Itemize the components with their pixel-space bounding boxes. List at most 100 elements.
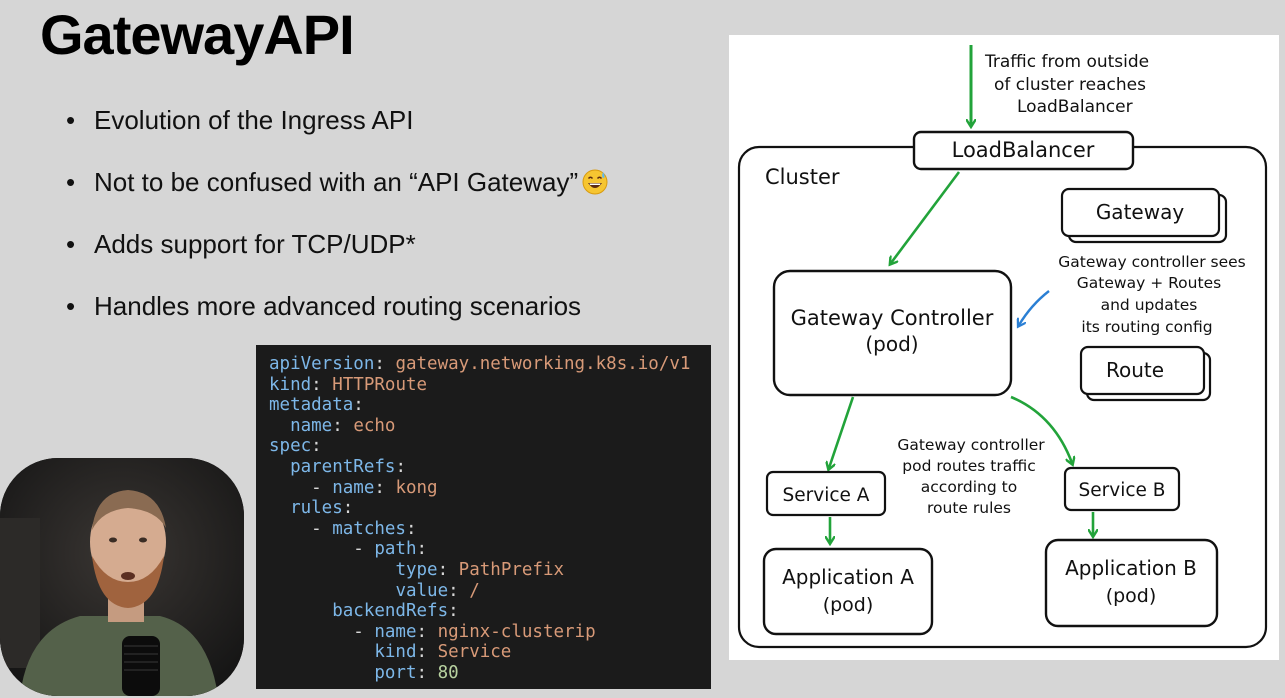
code-key: name bbox=[290, 415, 333, 436]
code-line: - path: bbox=[269, 539, 711, 560]
code-line: port: 80 bbox=[269, 663, 711, 684]
gateway-controller-sublabel: (pod) bbox=[865, 332, 918, 356]
routing-note-line: pod routes traffic bbox=[902, 457, 1036, 475]
routing-note-line: Gateway controller bbox=[897, 436, 1045, 454]
code-line: - name: kong bbox=[269, 478, 711, 499]
application-a-label: Application A bbox=[782, 565, 914, 589]
code-separator: : bbox=[332, 415, 354, 436]
code-line: apiVersion: gateway.networking.k8s.io/v1 bbox=[269, 354, 711, 375]
application-b-box bbox=[1044, 538, 1219, 628]
service-a-box bbox=[765, 470, 887, 517]
code-line: - matches: bbox=[269, 519, 711, 540]
controller-to-service-b-arrow bbox=[1010, 395, 1072, 463]
code-indent: - bbox=[269, 477, 333, 498]
route-box bbox=[1079, 345, 1206, 396]
code-separator: : bbox=[416, 642, 438, 663]
code-line: rules: bbox=[269, 498, 711, 519]
code-indent bbox=[269, 663, 374, 683]
code-separator: : bbox=[416, 662, 438, 683]
code-separator: : bbox=[353, 395, 364, 416]
code-key: spec bbox=[269, 436, 312, 457]
code-separator: : bbox=[405, 518, 417, 539]
bullet-list: Evolution of the Ingress API Not to be c… bbox=[66, 105, 608, 353]
code-line: spec: bbox=[269, 436, 711, 457]
code-key: backendRefs bbox=[332, 601, 449, 622]
code-key: metadata bbox=[269, 395, 354, 416]
code-line: backendRefs: bbox=[269, 601, 711, 622]
routing-note-line: route rules bbox=[927, 499, 1011, 517]
application-b-sublabel: (pod) bbox=[1106, 585, 1157, 607]
code-line: - name: nginx-clusterip bbox=[269, 622, 711, 643]
grinning-sweat-emoji-icon bbox=[582, 169, 608, 195]
code-indent bbox=[269, 416, 290, 436]
code-indent: - bbox=[269, 539, 375, 560]
code-value: echo bbox=[353, 415, 396, 436]
code-key: rules bbox=[290, 498, 343, 519]
cluster-label: Cluster bbox=[765, 165, 840, 189]
code-value: Service bbox=[437, 642, 512, 663]
code-value: PathPrefix bbox=[458, 559, 565, 580]
code-indent bbox=[269, 642, 374, 662]
code-key: kind bbox=[374, 642, 417, 663]
code-indent bbox=[269, 560, 395, 580]
load-balancer-label: LoadBalancer bbox=[952, 138, 1095, 162]
code-line: parentRefs: bbox=[269, 457, 711, 478]
code-key: name bbox=[332, 477, 375, 498]
lb-to-controller-arrow bbox=[891, 171, 961, 263]
code-value: / bbox=[469, 580, 480, 601]
code-block: apiVersion: gateway.networking.k8s.io/v1… bbox=[256, 345, 711, 689]
code-indent bbox=[269, 498, 290, 518]
presenter-webcam-icon bbox=[0, 458, 244, 696]
code-line: kind: HTTPRoute bbox=[269, 375, 711, 396]
code-separator: : bbox=[311, 374, 333, 395]
controller-note-line: Gateway + Routes bbox=[1077, 274, 1221, 292]
controller-to-service-a-arrow bbox=[829, 396, 855, 468]
bullet-item: Handles more advanced routing scenarios bbox=[66, 291, 608, 322]
traffic-note-line: LoadBalancer bbox=[1017, 97, 1133, 117]
slide-title: GatewayAPI bbox=[40, 3, 355, 66]
code-line: type: PathPrefix bbox=[269, 560, 711, 581]
code-key: name bbox=[374, 621, 417, 642]
traffic-note-line: Traffic from outside bbox=[984, 52, 1149, 72]
code-indent bbox=[269, 601, 332, 621]
traffic-note-line: of cluster reaches bbox=[994, 75, 1146, 95]
application-a-sublabel: (pod) bbox=[823, 594, 874, 616]
code-separator: : bbox=[448, 580, 470, 601]
route-label: Route bbox=[1106, 358, 1164, 382]
code-line: name: echo bbox=[269, 416, 711, 437]
service-a-label: Service A bbox=[783, 485, 870, 506]
code-key: path bbox=[374, 539, 417, 560]
code-value: gateway.networking.k8s.io/v1 bbox=[395, 354, 691, 374]
code-separator: : bbox=[416, 621, 438, 642]
code-line: value: / bbox=[269, 581, 711, 602]
code-value: 80 bbox=[437, 662, 459, 683]
code-line: metadata: bbox=[269, 395, 711, 416]
service-b-box bbox=[1063, 466, 1181, 512]
code-key: type bbox=[395, 559, 438, 580]
code-key: kind bbox=[269, 374, 312, 395]
controller-note-line: and updates bbox=[1101, 296, 1198, 314]
code-indent bbox=[269, 457, 290, 477]
gateway-controller-box bbox=[772, 269, 1013, 397]
load-balancer-box bbox=[912, 130, 1135, 171]
gateway-controller-label: Gateway Controller bbox=[791, 306, 994, 330]
code-value: kong bbox=[395, 477, 438, 498]
application-a-box bbox=[762, 547, 934, 636]
code-line: kind: Service bbox=[269, 642, 711, 663]
code-value: nginx-clusterip bbox=[437, 621, 596, 642]
code-key: value bbox=[395, 580, 449, 601]
code-separator: : bbox=[342, 498, 354, 519]
gateway-box bbox=[1060, 187, 1221, 238]
controller-note-line: Gateway controller sees bbox=[1058, 253, 1246, 271]
code-key: matches bbox=[332, 518, 406, 539]
gateway-architecture-diagram: Cluster Traffic from outside of cluster … bbox=[729, 35, 1279, 660]
code-indent: - bbox=[269, 621, 375, 642]
routing-note-line: according to bbox=[921, 478, 1017, 496]
code-separator: : bbox=[374, 477, 396, 498]
application-b-label: Application B bbox=[1065, 556, 1197, 580]
controller-note-line: its routing config bbox=[1081, 318, 1212, 336]
controller-watch-arrow bbox=[1019, 290, 1050, 325]
code-separator: : bbox=[437, 559, 459, 580]
bullet-item: Not to be confused with an “API Gateway” bbox=[66, 167, 608, 198]
code-key: parentRefs bbox=[290, 456, 396, 477]
